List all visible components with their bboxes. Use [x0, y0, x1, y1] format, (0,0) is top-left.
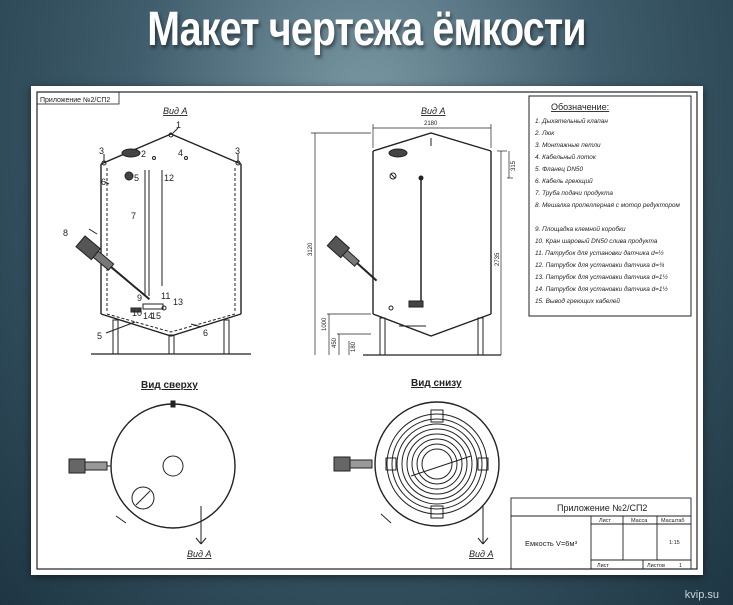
ref-box: [36, 91, 120, 105]
legend-item: 12. Патрубок для установки датчика d=¾: [535, 261, 665, 269]
callout-11: 11: [161, 291, 170, 301]
legend-item: 6. Кабель греющий: [535, 177, 593, 185]
legend-item: 4. Кабельный лоток: [535, 153, 597, 161]
view-a-right-label: Вид А: [421, 106, 446, 116]
legend-heading: Обозначение:: [551, 102, 609, 112]
sheet-ref-label: Приложение №2/СП2: [40, 97, 110, 104]
dim-1000: 1000: [322, 317, 328, 331]
watermark: kvip.su: [684, 589, 719, 601]
callout-12: 12: [164, 173, 174, 183]
drawing-sheet: Приложение №2/СП2 Вид А Вид А Вид сверху…: [31, 86, 703, 575]
callout-3-right: 3: [235, 146, 240, 156]
title-col-list: Лист: [599, 518, 611, 524]
dim-180: 180: [351, 341, 357, 352]
callout-14: 14: [143, 311, 153, 321]
legend-item: 7. Труба подачи продукта: [535, 189, 613, 197]
callout-3-left: 3: [99, 146, 104, 156]
legend-item: 10. Кран шаровый DN50 слива продукта: [535, 237, 658, 245]
top-view: [68, 400, 236, 545]
section-view-left: [75, 132, 251, 355]
title-scale-value: 1:15: [669, 540, 680, 546]
bottom-view-label: Вид снизу: [411, 378, 462, 389]
callout-6-bottom: 6: [203, 328, 208, 338]
legend-item-8: 8. Мешалка пропеллерная с мотор редуктор…: [535, 201, 681, 209]
callout-1: 1: [176, 120, 181, 130]
dim-width: 2180: [424, 121, 438, 127]
view-a-left-label: Вид А: [163, 106, 188, 116]
title-product: Емкость V=6м³: [525, 539, 578, 548]
callout-13: 13: [173, 297, 183, 307]
legend-item: 15. Вывод греющих кабелей: [535, 297, 620, 305]
title-sheet-label: Лист: [597, 563, 609, 569]
page-title: Макет чертежа ёмкости: [147, 3, 586, 56]
title-sheets-label: Листов: [647, 563, 665, 569]
top-view-label: Вид сверху: [141, 380, 198, 391]
legend-item: 9. Площадка клемной коробки: [535, 225, 626, 233]
title-col-mass: Масса: [631, 518, 648, 524]
callout-3-mid: 4: [178, 148, 183, 158]
legend-item: 13. Патрубок для установки датчика d=1½: [535, 273, 668, 281]
callout-9: 9: [137, 293, 142, 303]
callout-10: 10: [132, 308, 142, 318]
callout-15: 15: [151, 311, 161, 321]
arrow-view-a-top: Вид А: [187, 549, 212, 559]
legend-item-8-text: 8. Мешалка пропеллерная с мотор редуктор…: [535, 201, 681, 209]
legend-item: 14. Патрубок для установки датчика d=1½: [535, 285, 668, 293]
dim-height-total: 3120: [308, 242, 314, 256]
front-view-right: [326, 132, 501, 356]
callout-5: 5: [134, 173, 139, 183]
callout-7: 7: [131, 211, 136, 221]
bottom-view: [333, 401, 500, 545]
title-block-header: Приложение №2/СП2: [557, 503, 647, 513]
callout-8: 8: [63, 228, 68, 238]
technical-drawing: Приложение №2/СП2 Вид А Вид А Вид сверху…: [36, 91, 698, 570]
legend-item: 1. Дыхательный клапан: [535, 117, 608, 125]
title-sheets-value: 1: [679, 563, 682, 569]
sheet-frame: [36, 91, 698, 570]
arrow-view-a-bottom: Вид А: [469, 549, 494, 559]
legend-item: 5. Фланец DN50: [535, 166, 583, 173]
legend-item: 3. Монтажные петли: [535, 142, 601, 149]
legend-box: [528, 95, 692, 317]
legend-item: 11. Патрубок для установки датчика d=½: [535, 249, 664, 257]
dim-height-body: 2735: [495, 252, 501, 266]
dim-top-offset: 315: [511, 160, 517, 171]
title-block: [510, 497, 692, 570]
callout-2: 2: [141, 149, 146, 159]
callout-6: 6: [101, 177, 106, 187]
dim-450: 450: [332, 337, 338, 348]
callout-5-bottom: 5: [97, 331, 102, 341]
title-col-scale: Масштаб: [661, 518, 685, 524]
legend-item: 2. Люк: [534, 130, 555, 137]
